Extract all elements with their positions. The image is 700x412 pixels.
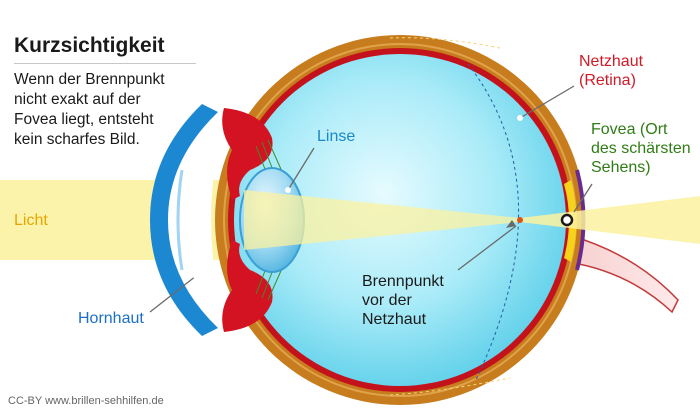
cornea-highlight bbox=[176, 169, 184, 271]
sclera-dashed-top bbox=[389, 37, 501, 49]
ciliary-body-bottom bbox=[222, 240, 273, 332]
hornhaut-pointer-dot bbox=[193, 273, 199, 279]
label-netzhaut: Netzhaut (Retina) bbox=[579, 53, 644, 89]
fovea-pointer bbox=[573, 183, 593, 213]
label-brennpunkt: Brennpunkt vor der Netzhaut bbox=[362, 273, 444, 328]
netzhaut-pointer bbox=[519, 85, 575, 119]
label-fovea: Fovea (Ort des schärsten Sehens) bbox=[591, 121, 691, 176]
sclera-dashed-bottom bbox=[389, 377, 511, 396]
ciliary-body-top bbox=[222, 108, 273, 200]
focal-point bbox=[517, 217, 523, 223]
cornea-dot-top bbox=[193, 163, 199, 169]
fovea-marker bbox=[560, 213, 574, 227]
linse-pointer-dot bbox=[285, 187, 291, 193]
light-beam-inside bbox=[244, 190, 520, 250]
brennpunkt-pointer bbox=[457, 225, 517, 271]
label-hornhaut: Hornhaut bbox=[78, 310, 144, 327]
credit-text: CC-BY www.brillen-sehhilfen.de bbox=[8, 395, 164, 407]
label-linse: Linse bbox=[317, 128, 356, 145]
light-beam-diverging bbox=[520, 196, 700, 244]
netzhaut-pointer-dot bbox=[517, 115, 523, 121]
description-text: Wenn der Brennpunkt nicht exakt auf der … bbox=[14, 71, 165, 148]
linse-pointer bbox=[287, 147, 315, 191]
diagram-title: Kurzsichtigkeit bbox=[14, 34, 165, 57]
hornhaut-pointer bbox=[149, 275, 197, 313]
title-divider bbox=[14, 63, 196, 64]
cornea-outer bbox=[150, 104, 218, 336]
brennpunkt-arrowhead bbox=[506, 220, 516, 228]
label-licht: Licht bbox=[14, 212, 48, 229]
optic-nerve bbox=[567, 235, 679, 314]
